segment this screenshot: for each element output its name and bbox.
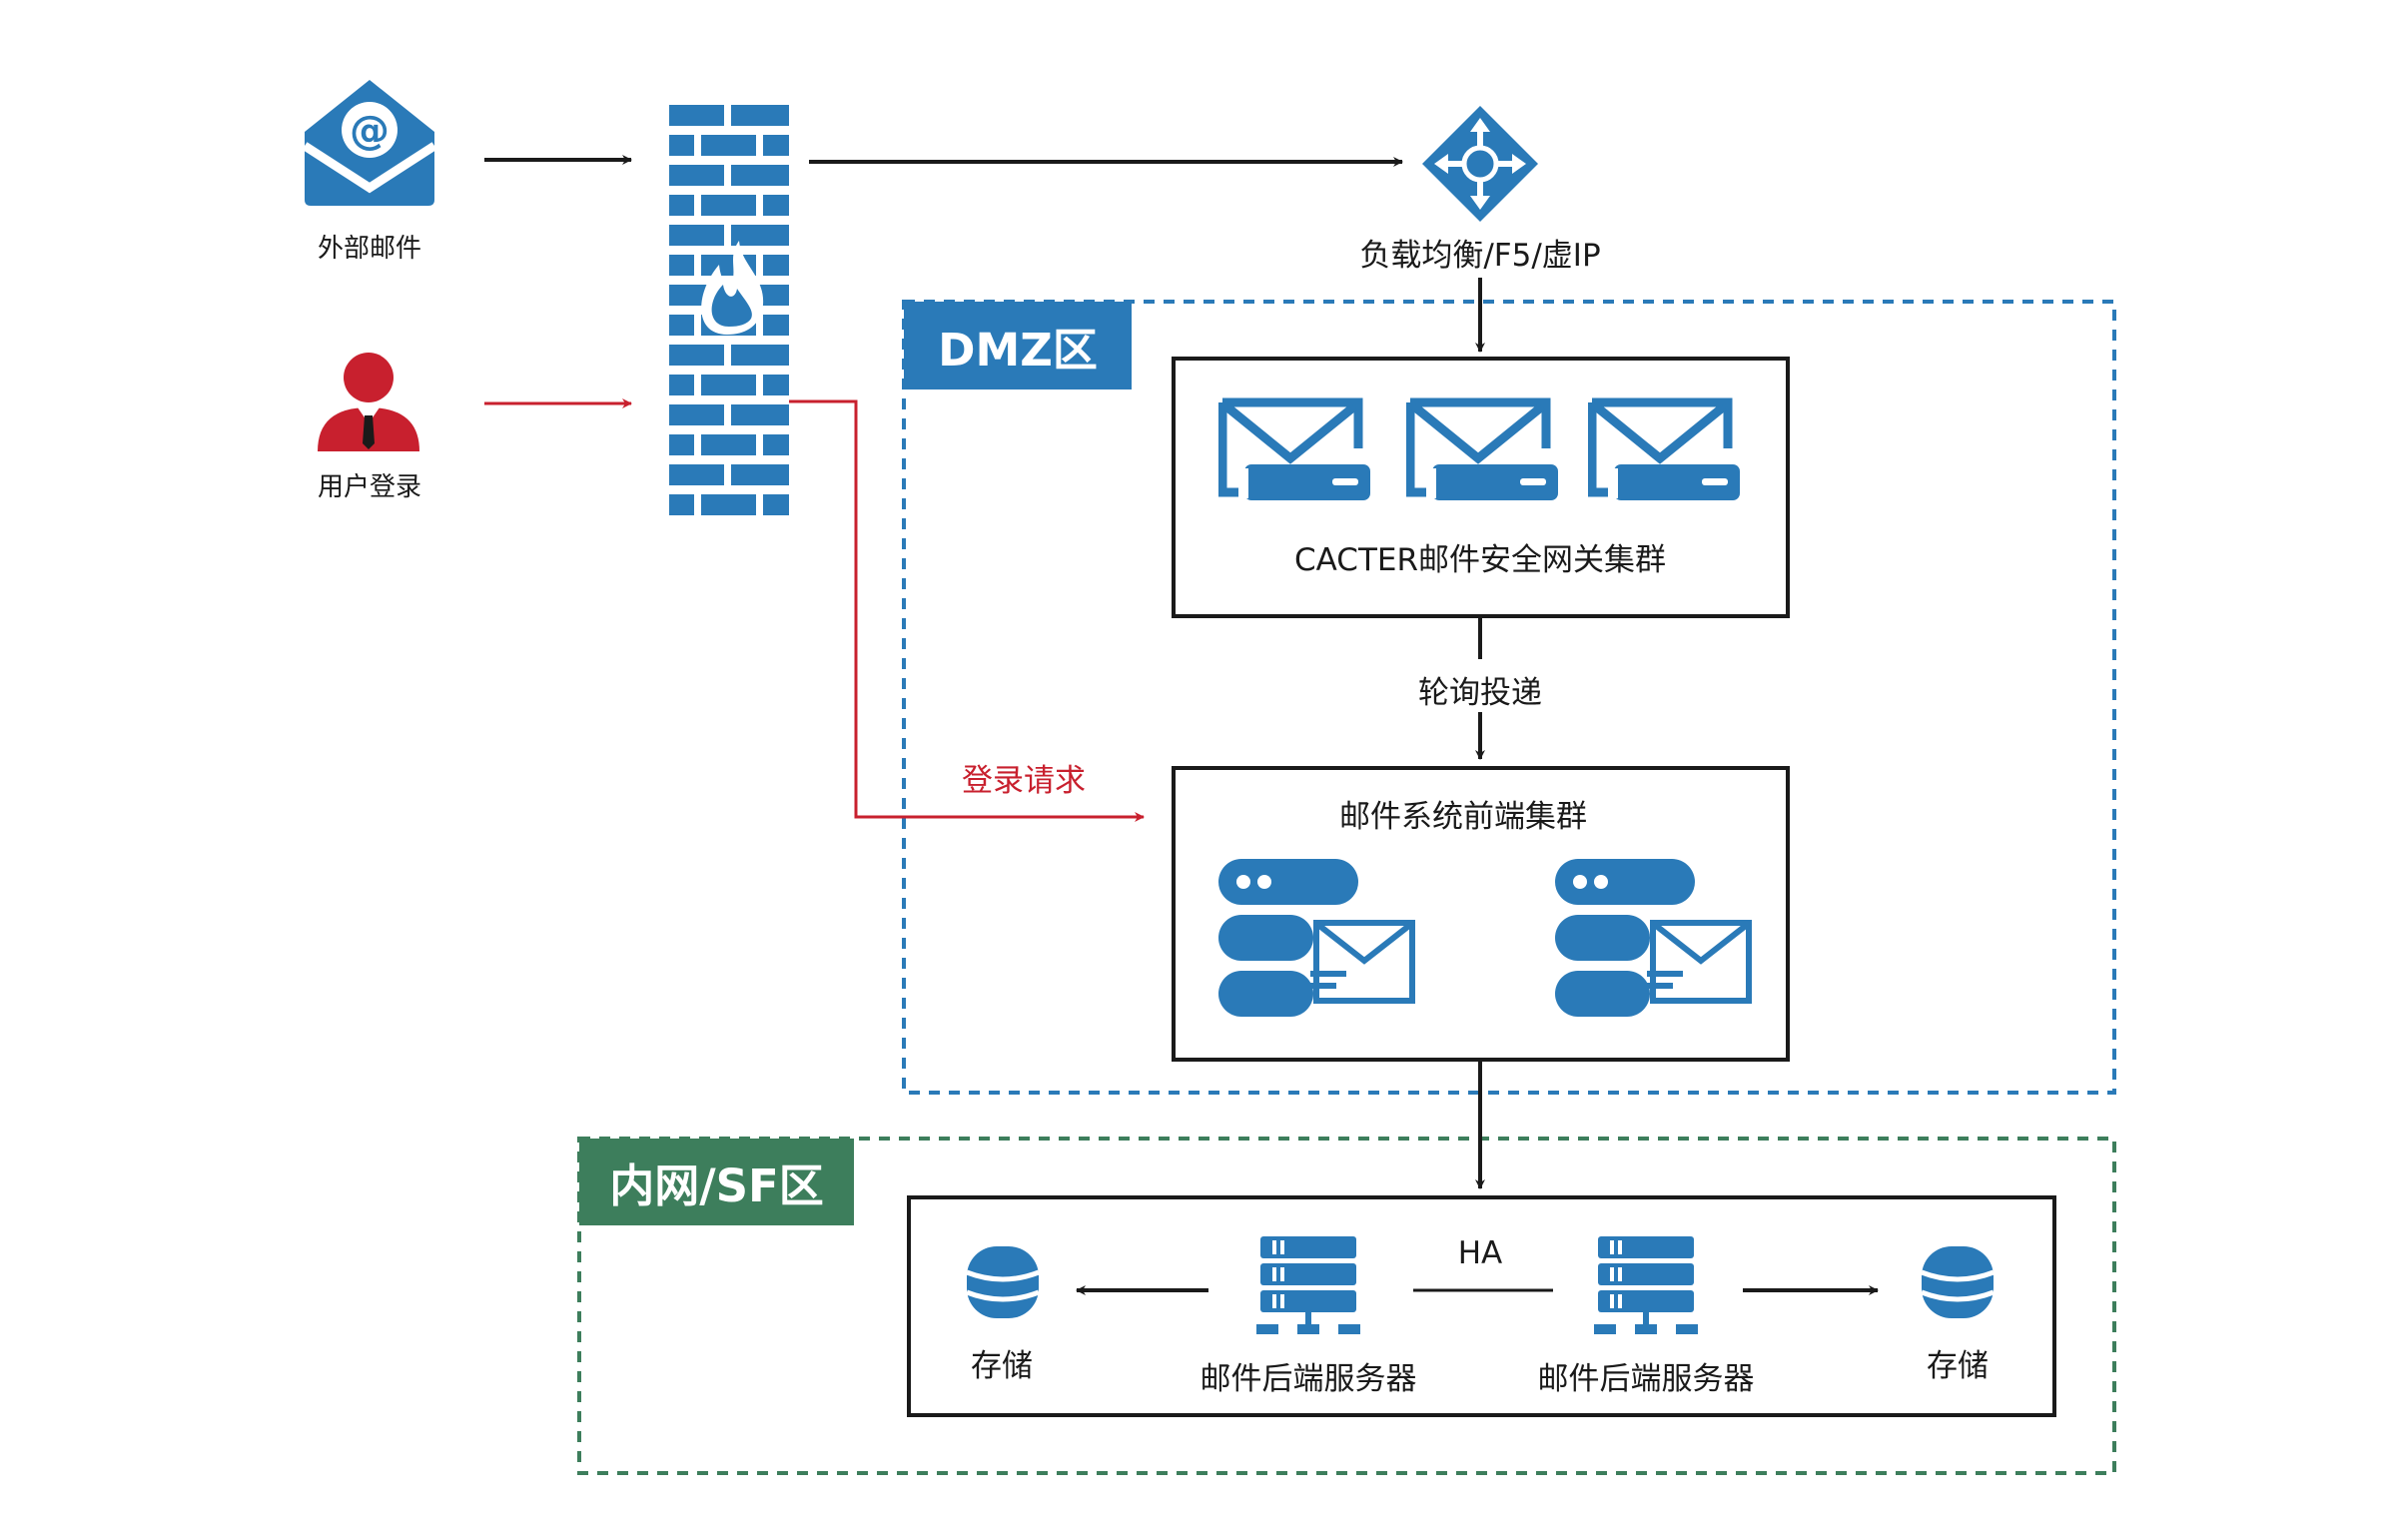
mail-gateway-icon-1 (1218, 397, 1370, 500)
storage-left-label: 存储 (971, 1348, 1033, 1384)
mail-gateway-icon-3 (1588, 397, 1740, 500)
mail-gateway-icon-2 (1406, 397, 1558, 500)
frontend-cluster-label: 邮件系统前端集群 (1339, 799, 1587, 835)
load-balancer-icon (1422, 106, 1538, 222)
backend-server-icon-left (1256, 1236, 1360, 1334)
storage-right-label: 存储 (1927, 1348, 1989, 1384)
user-login-label: 用户登录 (317, 472, 422, 502)
dmz-zone-tag: DMZ区 (904, 302, 1132, 389)
backend-right-label: 邮件后端服务器 (1537, 1361, 1755, 1397)
email-envelope-icon: @ (302, 80, 437, 206)
gateway-cluster-box (1172, 357, 1790, 618)
backend-left-label: 邮件后端服务器 (1199, 1361, 1417, 1397)
arrow-login-request (789, 399, 1145, 822)
login-request-label: 登录请求 (962, 763, 1086, 799)
backend-box (907, 1195, 2056, 1417)
delivery-label: 轮询投递 (1414, 667, 1546, 712)
storage-icon-right (1921, 1246, 1995, 1318)
ha-label: HA (1457, 1235, 1503, 1271)
frontend-cluster-box (1172, 766, 1790, 1062)
load-balancer-label: 负载均衡/F5/虚IP (1359, 238, 1601, 274)
dmz-zone-border (902, 300, 2116, 1095)
mail-server-icon-1 (1218, 859, 1415, 1017)
gateway-cluster-label: CACTER邮件安全网关集群 (1293, 542, 1667, 578)
svg-text:@: @ (350, 108, 390, 154)
mail-server-icon-2 (1555, 859, 1752, 1017)
storage-icon-left (966, 1246, 1040, 1318)
external-mail-label: 外部邮件 (317, 234, 422, 264)
intranet-zone-tag: 内网/SF区 (579, 1139, 854, 1225)
intranet-zone-border (577, 1137, 2116, 1475)
backend-server-icon-right (1594, 1236, 1698, 1334)
user-icon (318, 353, 419, 451)
firewall-icon (669, 105, 789, 515)
